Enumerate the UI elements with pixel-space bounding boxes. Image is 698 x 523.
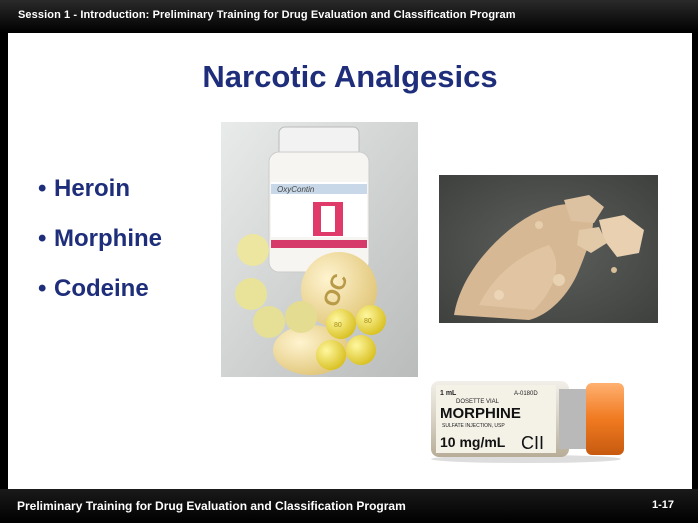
svg-text:A-0180D: A-0180D — [514, 391, 538, 397]
bullet-codeine: •Codeine — [38, 275, 149, 302]
session-header-bar: Session 1 - Introduction: Preliminary Tr… — [0, 0, 698, 33]
session-header-text: Session 1 - Introduction: Preliminary Tr… — [18, 9, 516, 21]
svg-text:SULFATE INJECTION, USP: SULFATE INJECTION, USP — [442, 423, 505, 429]
footer-title: Preliminary Training for Drug Evaluation… — [17, 499, 406, 513]
heroin-powder-photo — [439, 175, 658, 323]
svg-text:10 mg/mL: 10 mg/mL — [440, 434, 506, 450]
svg-text:80: 80 — [364, 318, 372, 325]
page-number: 1-17 — [651, 499, 674, 511]
svg-text:OxyContin: OxyContin — [277, 185, 315, 194]
oxycontin-pills-photo: OxyContin OC 80 80 — [221, 122, 418, 377]
slide-content: Narcotic Analgesics •Heroin •Morphine •C… — [8, 33, 692, 489]
svg-text:CII: CII — [521, 433, 544, 453]
bullet-morphine: •Morphine — [38, 225, 162, 252]
svg-text:80: 80 — [334, 322, 342, 329]
svg-text:1 mL: 1 mL — [440, 390, 457, 397]
slide-title: Narcotic Analgesics — [202, 59, 498, 94]
morphine-vial-photo: 1 mL A-0180D DOSETTE VIAL MORPHINE SULFA… — [426, 375, 630, 465]
drug-list: •Heroin •Morphine •Codeine — [38, 175, 162, 325]
svg-text:DOSETTE VIAL: DOSETTE VIAL — [456, 399, 500, 405]
footer-bar: Preliminary Training for Drug Evaluation… — [0, 489, 698, 523]
svg-text:MORPHINE: MORPHINE — [440, 405, 521, 422]
bullet-heroin: •Heroin — [38, 175, 131, 202]
